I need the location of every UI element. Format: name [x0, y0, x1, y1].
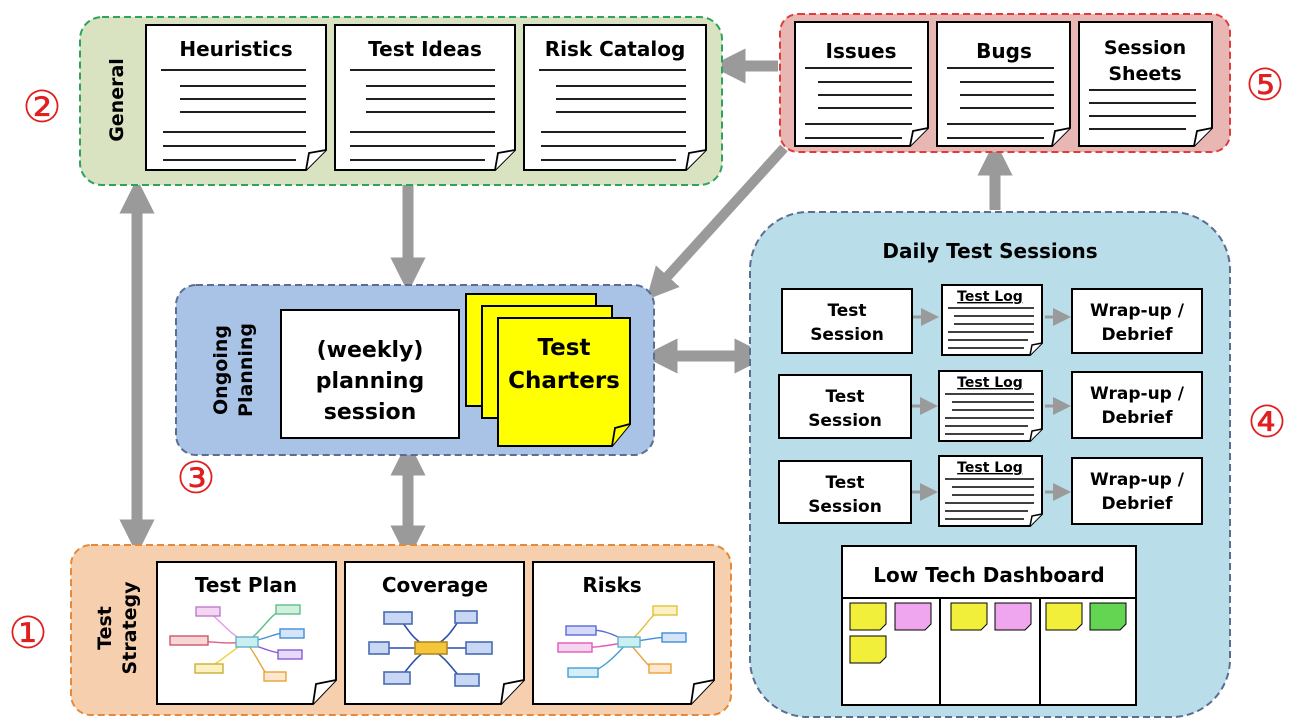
session-line: planning: [316, 369, 424, 394]
planning-label-line2: Planning: [235, 323, 257, 417]
sticky-note: [849, 635, 887, 664]
wrap-up-label: Wrap-up /: [1090, 384, 1185, 404]
weekly-planning-session-box: (weekly) planning session: [280, 309, 460, 439]
session-label: Session: [808, 497, 882, 517]
step-marker-5: ⑤: [1245, 60, 1284, 111]
sticky-note: [894, 602, 932, 631]
test-log-title: Test Log: [957, 289, 1023, 305]
wrap-up-label: Debrief: [1102, 325, 1174, 345]
wrap-up-label: Debrief: [1102, 494, 1174, 514]
sticky-note: [950, 602, 988, 631]
test-log-title: Test Log: [957, 460, 1023, 476]
sticky-note: [1089, 602, 1127, 631]
step-markers: ① ② ③ ④ ⑤: [8, 60, 1286, 659]
dashboard-column: [849, 602, 932, 664]
test-plan-document: Test Plan: [156, 561, 337, 705]
strategy-label-line1: Test: [94, 606, 116, 650]
planning-group: Ongoing Planning (weekly) planning sessi…: [175, 284, 655, 456]
document-title: Coverage: [382, 573, 488, 597]
charters-title-line2: Charters: [508, 368, 620, 394]
charters-title-line1: Test: [538, 335, 591, 361]
bugs-document: Bugs: [936, 21, 1071, 147]
strategy-group: Test Strategy Test Plan: [70, 544, 732, 716]
general-group: General Heuristics Test Ideas: [79, 16, 723, 186]
issues-document: Issues: [794, 21, 929, 147]
session-line: session: [324, 400, 417, 425]
document-title: Risks: [582, 573, 641, 597]
dashboard-column: [950, 602, 1032, 631]
document-title: Issues: [826, 39, 897, 63]
document-title-line2: Sheets: [1108, 63, 1181, 85]
document-title: Bugs: [976, 39, 1032, 63]
document-title-line1: Session: [1104, 37, 1186, 59]
coverage-document: Coverage: [344, 561, 525, 705]
general-label: General: [106, 58, 128, 142]
session-row: Test Session Test Log Wrap-up / Debrief: [778, 370, 1203, 442]
arrow-issues-to-planning: [646, 144, 788, 300]
session-row: Test Session Test Log Wrap-up / Debrief: [781, 284, 1203, 356]
risk-catalog-document: Risk Catalog: [523, 24, 707, 171]
wrap-up-label: Wrap-up /: [1090, 470, 1185, 490]
sticky-note: [1045, 602, 1083, 631]
mind-map-thumbnail: [169, 604, 305, 682]
connector-arrows: [119, 48, 1013, 561]
session-label: Test: [827, 301, 866, 321]
heuristics-document: Heuristics: [145, 24, 327, 171]
test-ideas-document: Test Ideas: [334, 24, 516, 171]
document-title: Risk Catalog: [545, 37, 686, 61]
document-title: Test Plan: [195, 573, 297, 597]
daily-sessions-group: Daily Test Sessions Test Session Test Lo…: [749, 211, 1231, 718]
step-marker-3: ③: [176, 453, 215, 504]
session-label: Session: [810, 325, 884, 345]
step-marker-2: ②: [22, 82, 61, 133]
mind-map-thumbnail: [557, 605, 687, 678]
session-label: Session: [808, 411, 882, 431]
dashboard-title: Low Tech Dashboard: [873, 563, 1105, 587]
wrap-up-label: Debrief: [1102, 408, 1174, 428]
session-sheets-document: Session Sheets: [1078, 21, 1213, 147]
step-marker-4: ④: [1247, 397, 1286, 448]
sticky-note: [849, 602, 887, 631]
session-label: Test: [825, 387, 864, 407]
planning-label-line1: Ongoing: [210, 325, 232, 415]
risks-document: Risks: [532, 561, 715, 705]
document-title: Test Ideas: [368, 37, 482, 61]
dashboard-column: [1045, 602, 1127, 631]
daily-title: Daily Test Sessions: [882, 239, 1097, 263]
session-label: Test: [825, 473, 864, 493]
low-tech-dashboard: Low Tech Dashboard: [841, 545, 1137, 706]
test-log-title: Test Log: [957, 375, 1023, 391]
document-title: Heuristics: [179, 37, 292, 61]
issues-group: Issues Bugs Session Sheets: [779, 13, 1231, 153]
mind-map-thumbnail: [368, 610, 493, 687]
step-marker-1: ①: [8, 608, 47, 659]
test-charters-stack: Test Charters: [465, 293, 631, 447]
session-row: Test Session Test Log Wrap-up / Debrief: [778, 455, 1203, 527]
sticky-note: [994, 602, 1032, 631]
session-line: (weekly): [317, 338, 424, 363]
wrap-up-label: Wrap-up /: [1090, 301, 1185, 321]
strategy-label-line2: Strategy: [119, 581, 141, 675]
